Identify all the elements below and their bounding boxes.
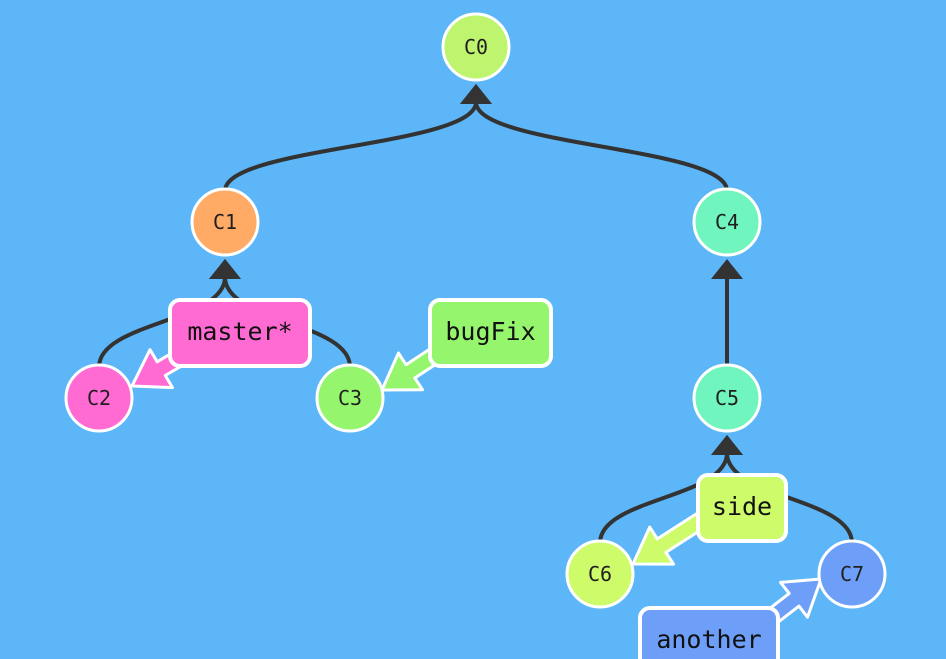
commit-c1[interactable]: C1: [190, 187, 260, 257]
edge-arrowhead-c5: [711, 259, 743, 279]
commit-c3[interactable]: C3: [315, 363, 385, 433]
edge-c2-c1: [97, 275, 227, 369]
edge-arrowhead-c4: [460, 84, 492, 104]
branch-label: master*: [187, 317, 292, 346]
commit-node-circle: [692, 363, 762, 433]
edge-c6-c5: [598, 451, 729, 545]
commit-label: C5: [715, 386, 739, 410]
commit-node-circle: [565, 539, 635, 609]
branch-bugfix[interactable]: bugFix: [428, 298, 553, 368]
branch-another[interactable]: another: [638, 606, 780, 659]
commit-c2[interactable]: C2: [64, 363, 134, 433]
commit-c4[interactable]: C4: [692, 187, 762, 257]
commit-node-circle: [64, 363, 134, 433]
edge-arrowhead-c7: [711, 435, 743, 455]
branch-side[interactable]: side: [696, 473, 788, 543]
edge-c4-c0: [474, 100, 729, 193]
commit-label: C1: [213, 210, 237, 234]
edge-c1-c0: [223, 100, 478, 193]
edges-layer: [97, 84, 854, 545]
commit-c7[interactable]: C7: [817, 539, 887, 609]
commit-label: C4: [715, 210, 739, 234]
branch-master[interactable]: master*: [168, 298, 312, 368]
commit-node-circle: [190, 187, 260, 257]
commit-node-circle: [817, 539, 887, 609]
branch-tag-box: [168, 298, 312, 368]
commit-node-circle: [692, 187, 762, 257]
commit-label: C6: [588, 562, 612, 586]
branch-label: side: [712, 492, 772, 521]
commit-label: C0: [464, 35, 488, 59]
branch-label: another: [656, 625, 761, 654]
edge-c7-c5: [725, 451, 854, 545]
commit-c5[interactable]: C5: [692, 363, 762, 433]
commit-node-circle: [315, 363, 385, 433]
branch-labels-layer: master* bugFix side another: [168, 298, 788, 659]
commit-c0[interactable]: C0: [441, 12, 511, 82]
edge-arrowhead-c3: [209, 259, 241, 279]
branch-tag-box: [428, 298, 553, 368]
branch-tag-box: [638, 606, 780, 659]
commit-label: C2: [87, 386, 111, 410]
branch-label: bugFix: [445, 317, 535, 346]
commit-node-circle: [441, 12, 511, 82]
branch-tag-box: [696, 473, 788, 543]
commit-c6[interactable]: C6: [565, 539, 635, 609]
commit-label: C7: [840, 562, 864, 586]
commit-label: C3: [338, 386, 362, 410]
